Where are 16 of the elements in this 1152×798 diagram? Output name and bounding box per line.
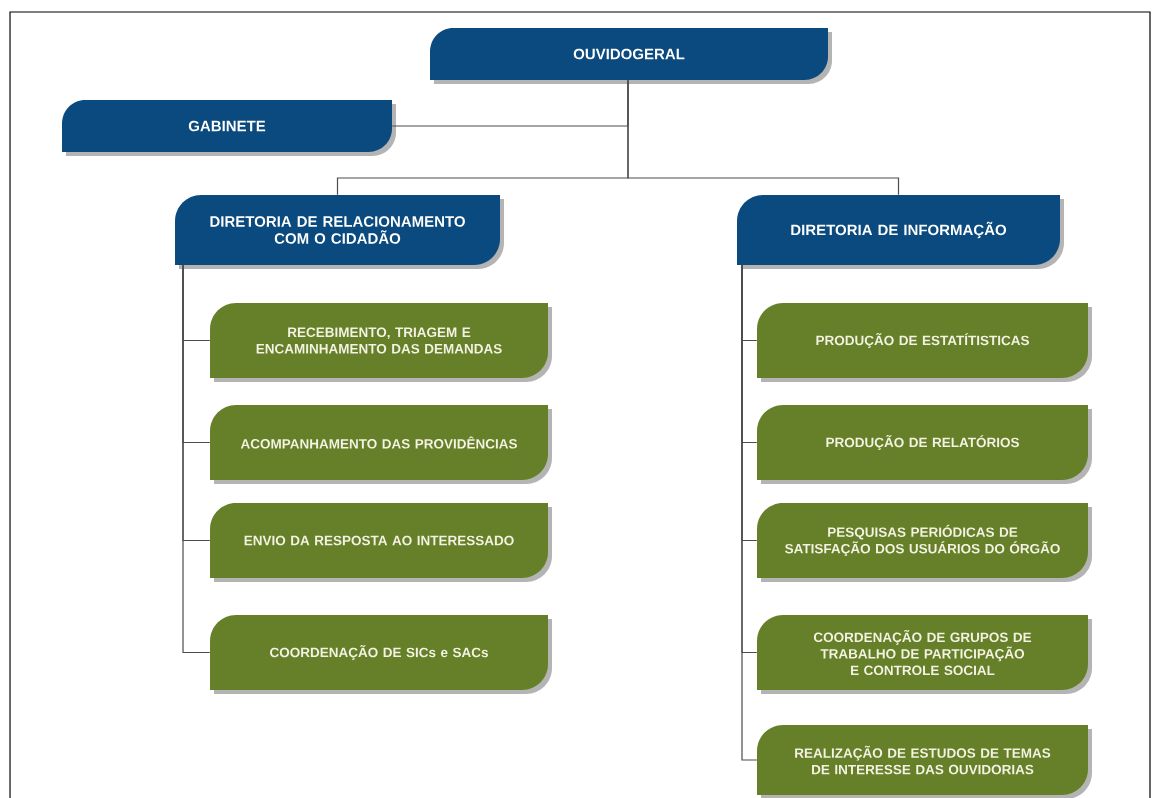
unit-box: PRODUÇÃO DE ESTATÍTISTICAS xyxy=(757,303,1092,382)
unit-box: ENVIO DA RESPOSTA AO INTERESSADO xyxy=(210,503,552,582)
connector-line xyxy=(741,264,758,761)
unit-box: PRODUÇÃO DE RELATÓRIOS xyxy=(757,405,1092,484)
director-box: DIRETORIA DE RELACIONAMENTO COM O CIDADÃO xyxy=(175,195,504,269)
unit-box: REALIZAÇÃO DE ESTUDOS DE TEMAS DE INTERESSE DAS OUVIDORIAS xyxy=(757,725,1092,798)
connector-line xyxy=(182,264,211,654)
director-box: DIRETORIA DE INFORMAÇÃO xyxy=(737,195,1064,269)
unit-box: RECEBIMENTO, TRIAGEM E ENCAMINHAMENTO DAS DEMANDAS xyxy=(210,303,552,382)
connector-line xyxy=(627,79,900,196)
unit-box: COORDENAÇÃO DE GRUPOS DE TRABALHO DE PARTICIPAÇÃO E CONTROLE SOCIAL xyxy=(757,615,1092,694)
unit-box: ACOMPANHAMENTO DAS PROVIDÊNCIAS xyxy=(210,405,552,484)
director-box: GABINETE xyxy=(62,100,396,156)
director-box: OUVIDOGERAL xyxy=(430,28,832,84)
unit-box: PESQUISAS PERIÓDICAS DE SATISFAÇÃO DOS USUÁRIOS DO ÓRGÃO xyxy=(757,503,1092,582)
unit-box: COORDENAÇÃO DE SICs e SACs xyxy=(210,615,552,694)
